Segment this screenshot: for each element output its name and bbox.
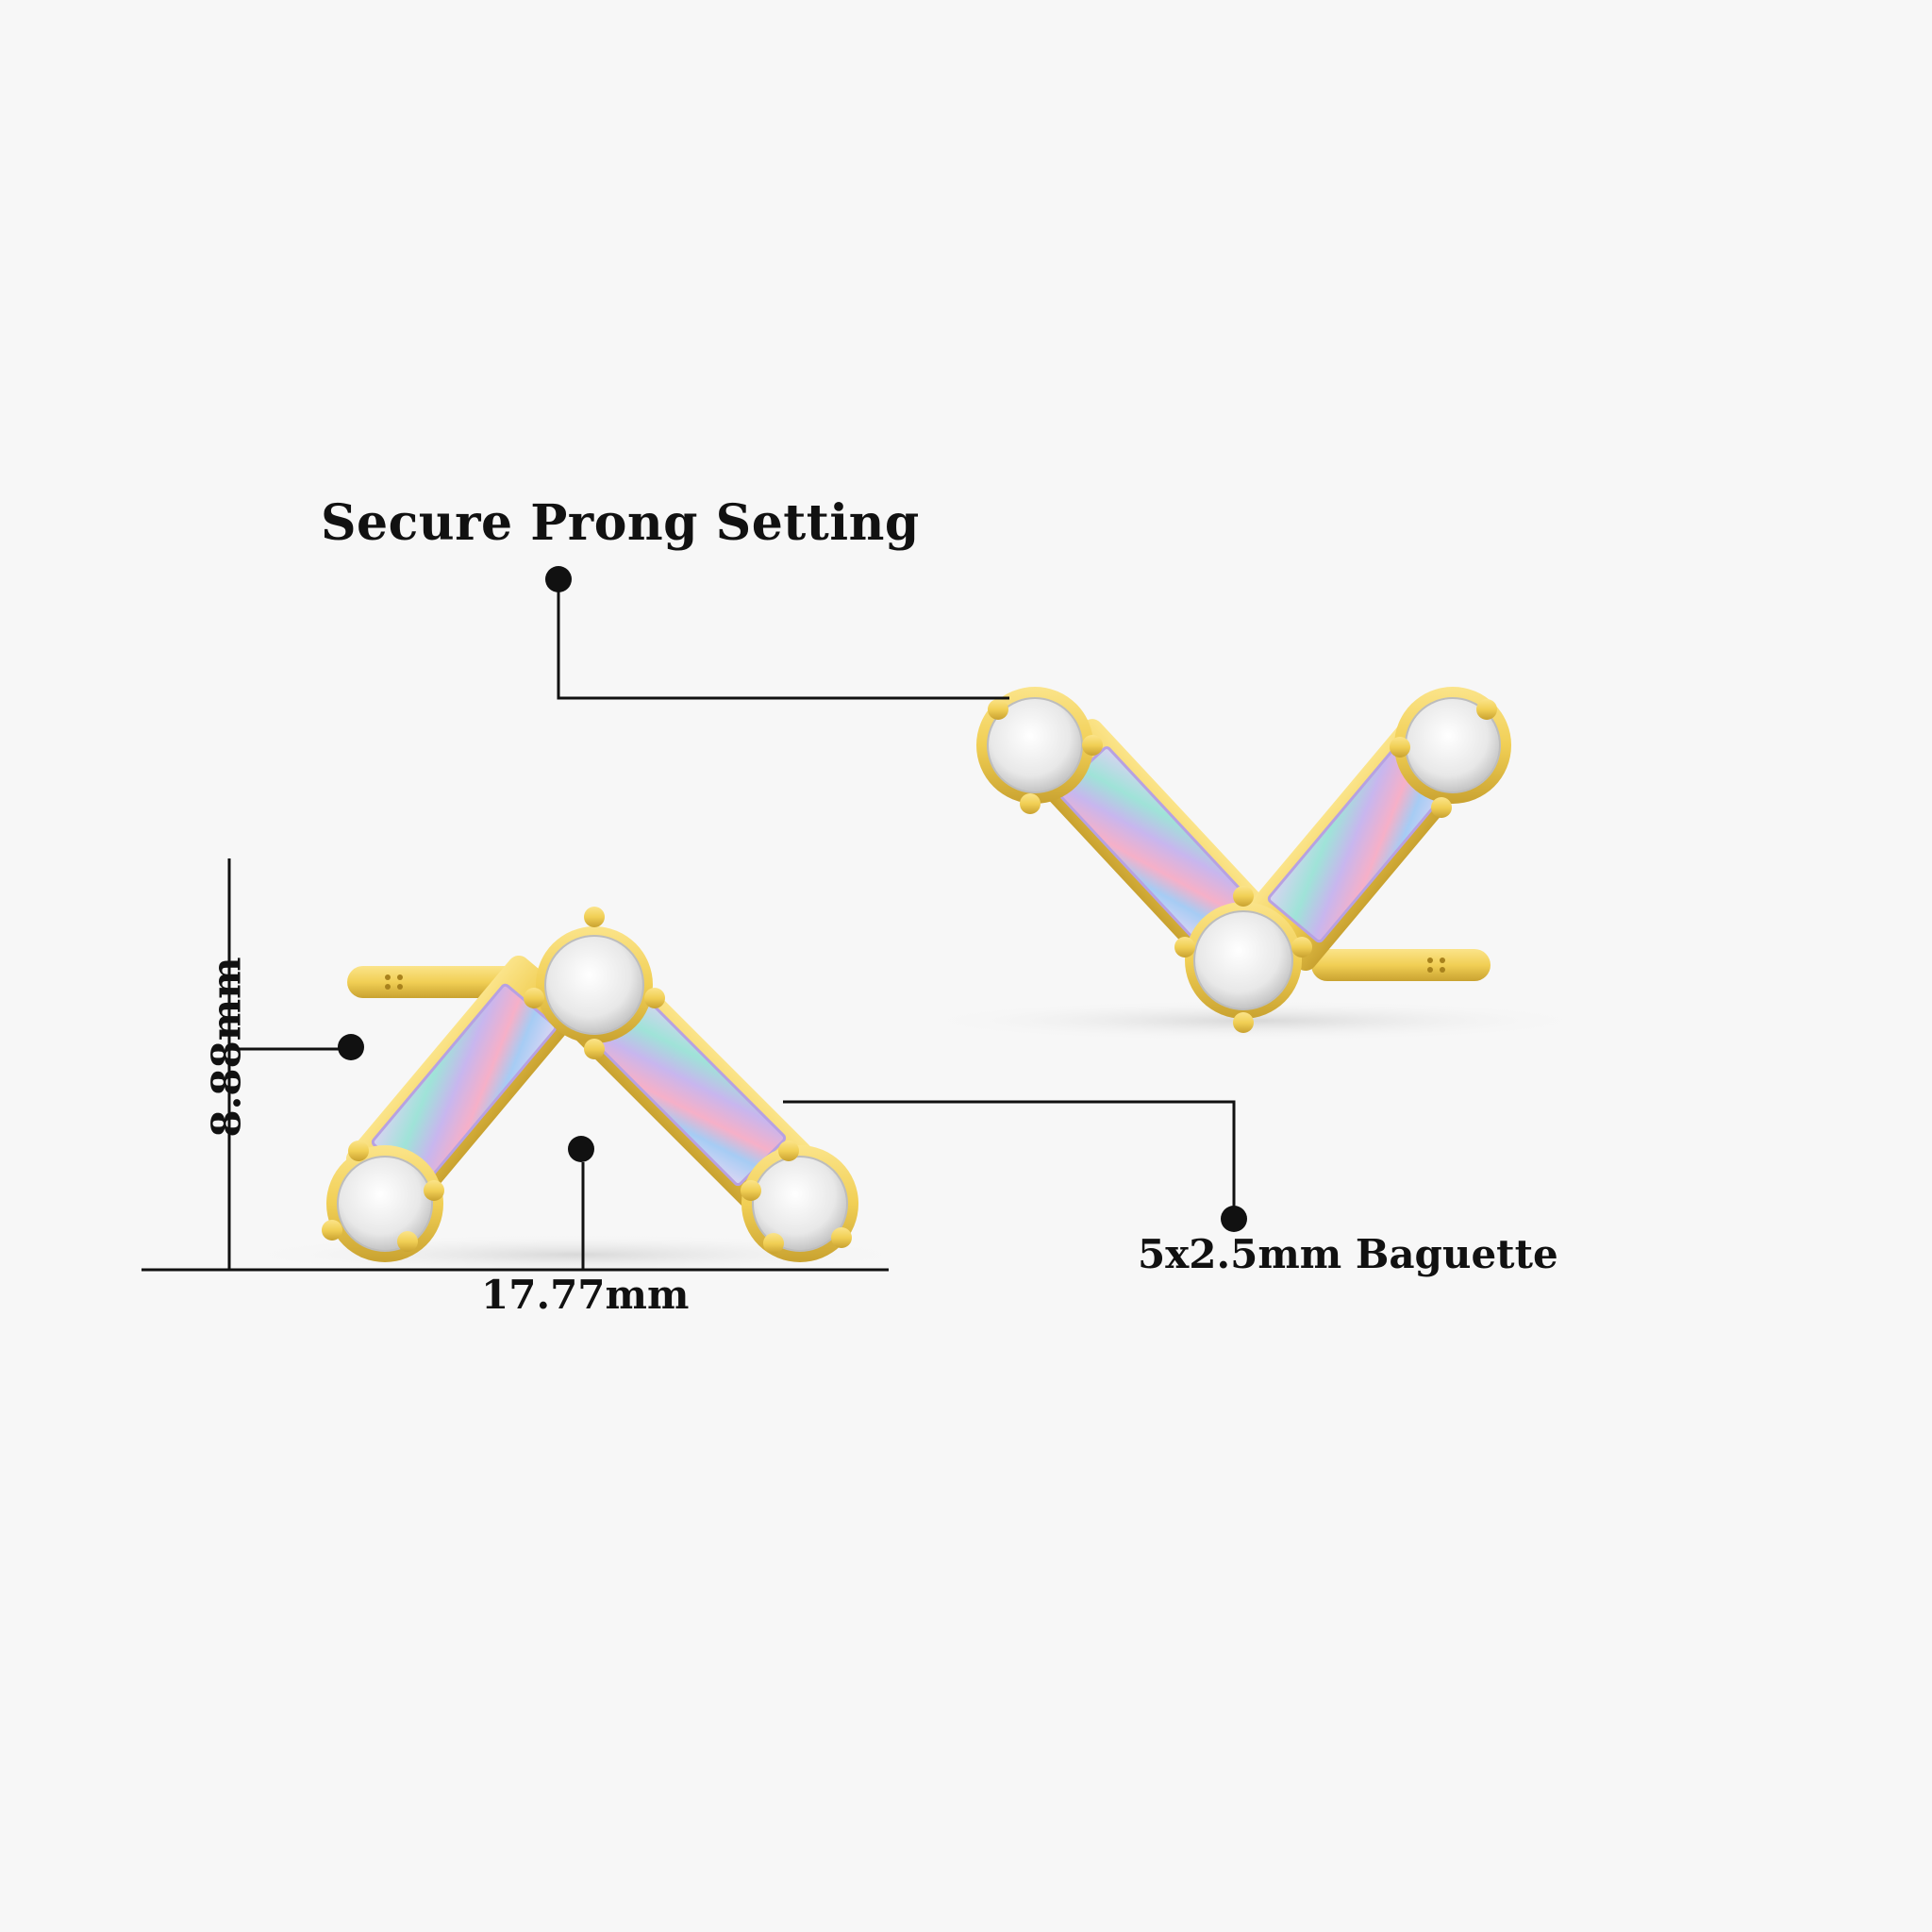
round-diamond-stone [976,687,1103,814]
height-dimension-label: 8.88mm [203,957,250,1138]
callout-dot [1221,1206,1247,1232]
round-diamond-stone [1390,687,1511,818]
right-earring [976,687,1511,1033]
callout-dot [568,1136,594,1162]
right-earring-shadow [915,1000,1594,1041]
left-earring [322,907,858,1262]
callout-dot [338,1034,364,1060]
round-diamond-stone [524,907,665,1059]
right-earring-post [1311,949,1491,981]
round-diamond-stone [741,1141,858,1262]
round-diamond-stone [322,1141,444,1262]
callout-label-prong-setting: Secure Prong Setting [321,494,920,552]
callout-label-baguette: 5x2.5mm Baguette [1138,1231,1558,1277]
height-dimension-line [227,858,340,1270]
width-dimension-label: 17.77mm [481,1272,690,1318]
round-diamond-stone [1174,886,1312,1033]
left-earring-post [347,966,526,998]
callout-dot [545,566,572,592]
callout-baguette-pointer [783,1100,1236,1219]
width-dimension-line [142,1162,889,1272]
callout-prong-setting-pointer [557,579,1009,700]
